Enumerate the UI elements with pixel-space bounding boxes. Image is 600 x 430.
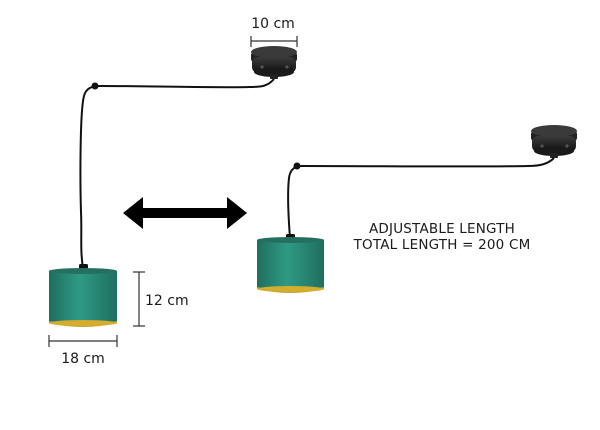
canopy-width-dimension xyxy=(250,36,298,47)
total-length-note: TOTAL LENGTH = 200 CM xyxy=(353,237,531,253)
shade-height-dimension xyxy=(133,271,145,327)
left-cable xyxy=(79,78,275,269)
right-lamp xyxy=(257,125,577,293)
canopy-width-label: 10 cm xyxy=(251,16,295,32)
right-shade xyxy=(257,237,324,293)
left-ceiling-canopy xyxy=(251,46,297,79)
double-arrow xyxy=(123,197,247,229)
right-cable-hook xyxy=(293,162,301,170)
shade-width-label: 18 cm xyxy=(61,351,105,367)
shade-height-label: 12 cm xyxy=(145,293,189,309)
right-cable xyxy=(287,157,555,239)
left-cable-hook xyxy=(91,82,99,90)
right-ceiling-canopy xyxy=(531,125,577,158)
shade-width-dimension xyxy=(48,335,118,347)
left-shade xyxy=(49,268,117,327)
adjustable-length-note: ADJUSTABLE LENGTH xyxy=(369,221,515,237)
left-lamp xyxy=(49,46,297,327)
